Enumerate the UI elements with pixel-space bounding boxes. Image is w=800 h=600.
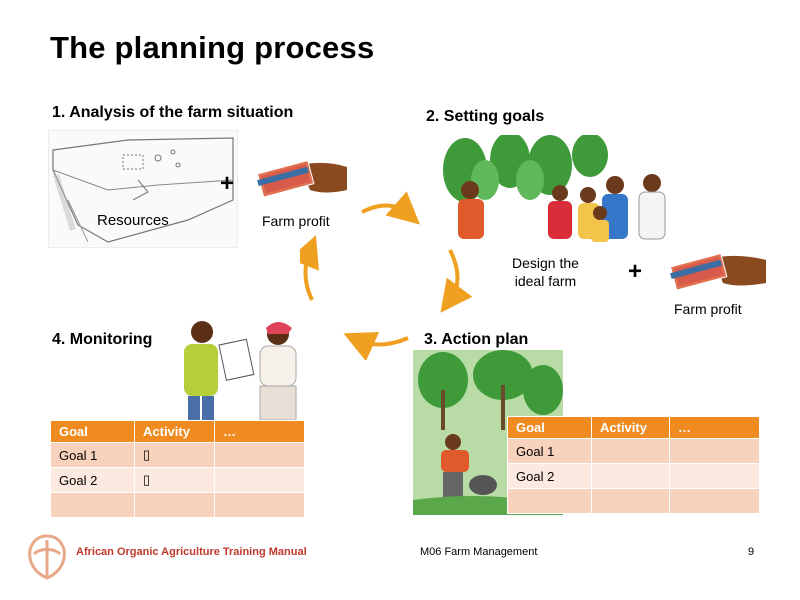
money-hand-illustration bbox=[255, 155, 350, 205]
table-cell bbox=[214, 492, 305, 518]
table-cell: Goal 1 bbox=[50, 442, 135, 468]
arrow-2-to-3 bbox=[440, 249, 473, 313]
table-row: Goal 1 ▯ bbox=[50, 442, 305, 468]
farm-profit-label-1: Farm profit bbox=[262, 213, 330, 229]
step-1-heading: 1. Analysis of the farm situation bbox=[52, 104, 294, 121]
monitoring-table: Goal Activity … Goal 1 ▯ Goal 2 ▯ bbox=[50, 420, 305, 518]
table-cell: ▯ bbox=[134, 467, 215, 493]
table-cell bbox=[214, 442, 305, 468]
arrow-3-to-4 bbox=[343, 332, 409, 360]
header-goal: Goal bbox=[50, 420, 135, 443]
table-cell: ▯ bbox=[134, 442, 215, 468]
table-cell: Goal 1 bbox=[507, 438, 592, 464]
slide-title: The planning process bbox=[50, 30, 375, 65]
table-cell bbox=[214, 467, 305, 493]
header-more: … bbox=[214, 420, 305, 443]
header-more: … bbox=[669, 416, 760, 439]
table-row: Goal 2 ▯ bbox=[50, 467, 305, 493]
header-goal: Goal bbox=[507, 416, 592, 439]
design-label-line-2: ideal farm bbox=[514, 273, 577, 289]
resources-label: Resources bbox=[97, 212, 169, 229]
footer-manual-title: African Organic Agriculture Training Man… bbox=[76, 546, 307, 558]
action-plan-table: Goal Activity … Goal 1 Goal 2 bbox=[507, 416, 760, 514]
plus-sign: + bbox=[220, 170, 235, 197]
table-cell bbox=[591, 463, 670, 489]
table-cell bbox=[134, 492, 215, 518]
table-cell bbox=[50, 492, 135, 518]
table-header-row: Goal Activity … bbox=[50, 420, 305, 443]
table-cell bbox=[669, 463, 760, 489]
table-cell bbox=[507, 488, 592, 514]
table-cell bbox=[591, 438, 670, 464]
table-row bbox=[507, 488, 760, 514]
cycle-arrows bbox=[300, 191, 473, 360]
table-row: Goal 1 bbox=[507, 438, 760, 464]
table-header-row: Goal Activity … bbox=[507, 416, 760, 439]
table-row bbox=[50, 492, 305, 518]
farmers-group-illustration bbox=[440, 135, 680, 245]
footer-module: M06 Farm Management bbox=[420, 546, 538, 558]
header-activity: Activity bbox=[134, 420, 215, 443]
step-2-heading: 2. Setting goals bbox=[426, 108, 545, 125]
monitoring-people-illustration bbox=[170, 318, 310, 420]
design-ideal-farm-label: Design the ideal farm bbox=[512, 254, 579, 290]
farm-map-illustration bbox=[48, 130, 238, 248]
table-cell bbox=[591, 488, 670, 514]
farm-profit-label-2: Farm profit bbox=[674, 301, 742, 317]
manual-logo-icon bbox=[24, 532, 70, 587]
money-hand-illustration-2 bbox=[668, 248, 768, 298]
plus-sign-2: + bbox=[628, 258, 643, 285]
arrow-4-to-1 bbox=[300, 235, 319, 301]
table-cell bbox=[669, 438, 760, 464]
table-cell: Goal 2 bbox=[507, 463, 592, 489]
table-cell: Goal 2 bbox=[50, 467, 135, 493]
header-activity: Activity bbox=[591, 416, 670, 439]
step-3-heading: 3. Action plan bbox=[424, 331, 529, 348]
footer-page-number: 9 bbox=[748, 546, 755, 558]
design-label-line-1: Design the bbox=[512, 255, 579, 271]
table-cell bbox=[669, 488, 760, 514]
step-4-heading: 4. Monitoring bbox=[52, 331, 153, 348]
table-row: Goal 2 bbox=[507, 463, 760, 489]
arrow-1-to-2 bbox=[361, 191, 420, 225]
